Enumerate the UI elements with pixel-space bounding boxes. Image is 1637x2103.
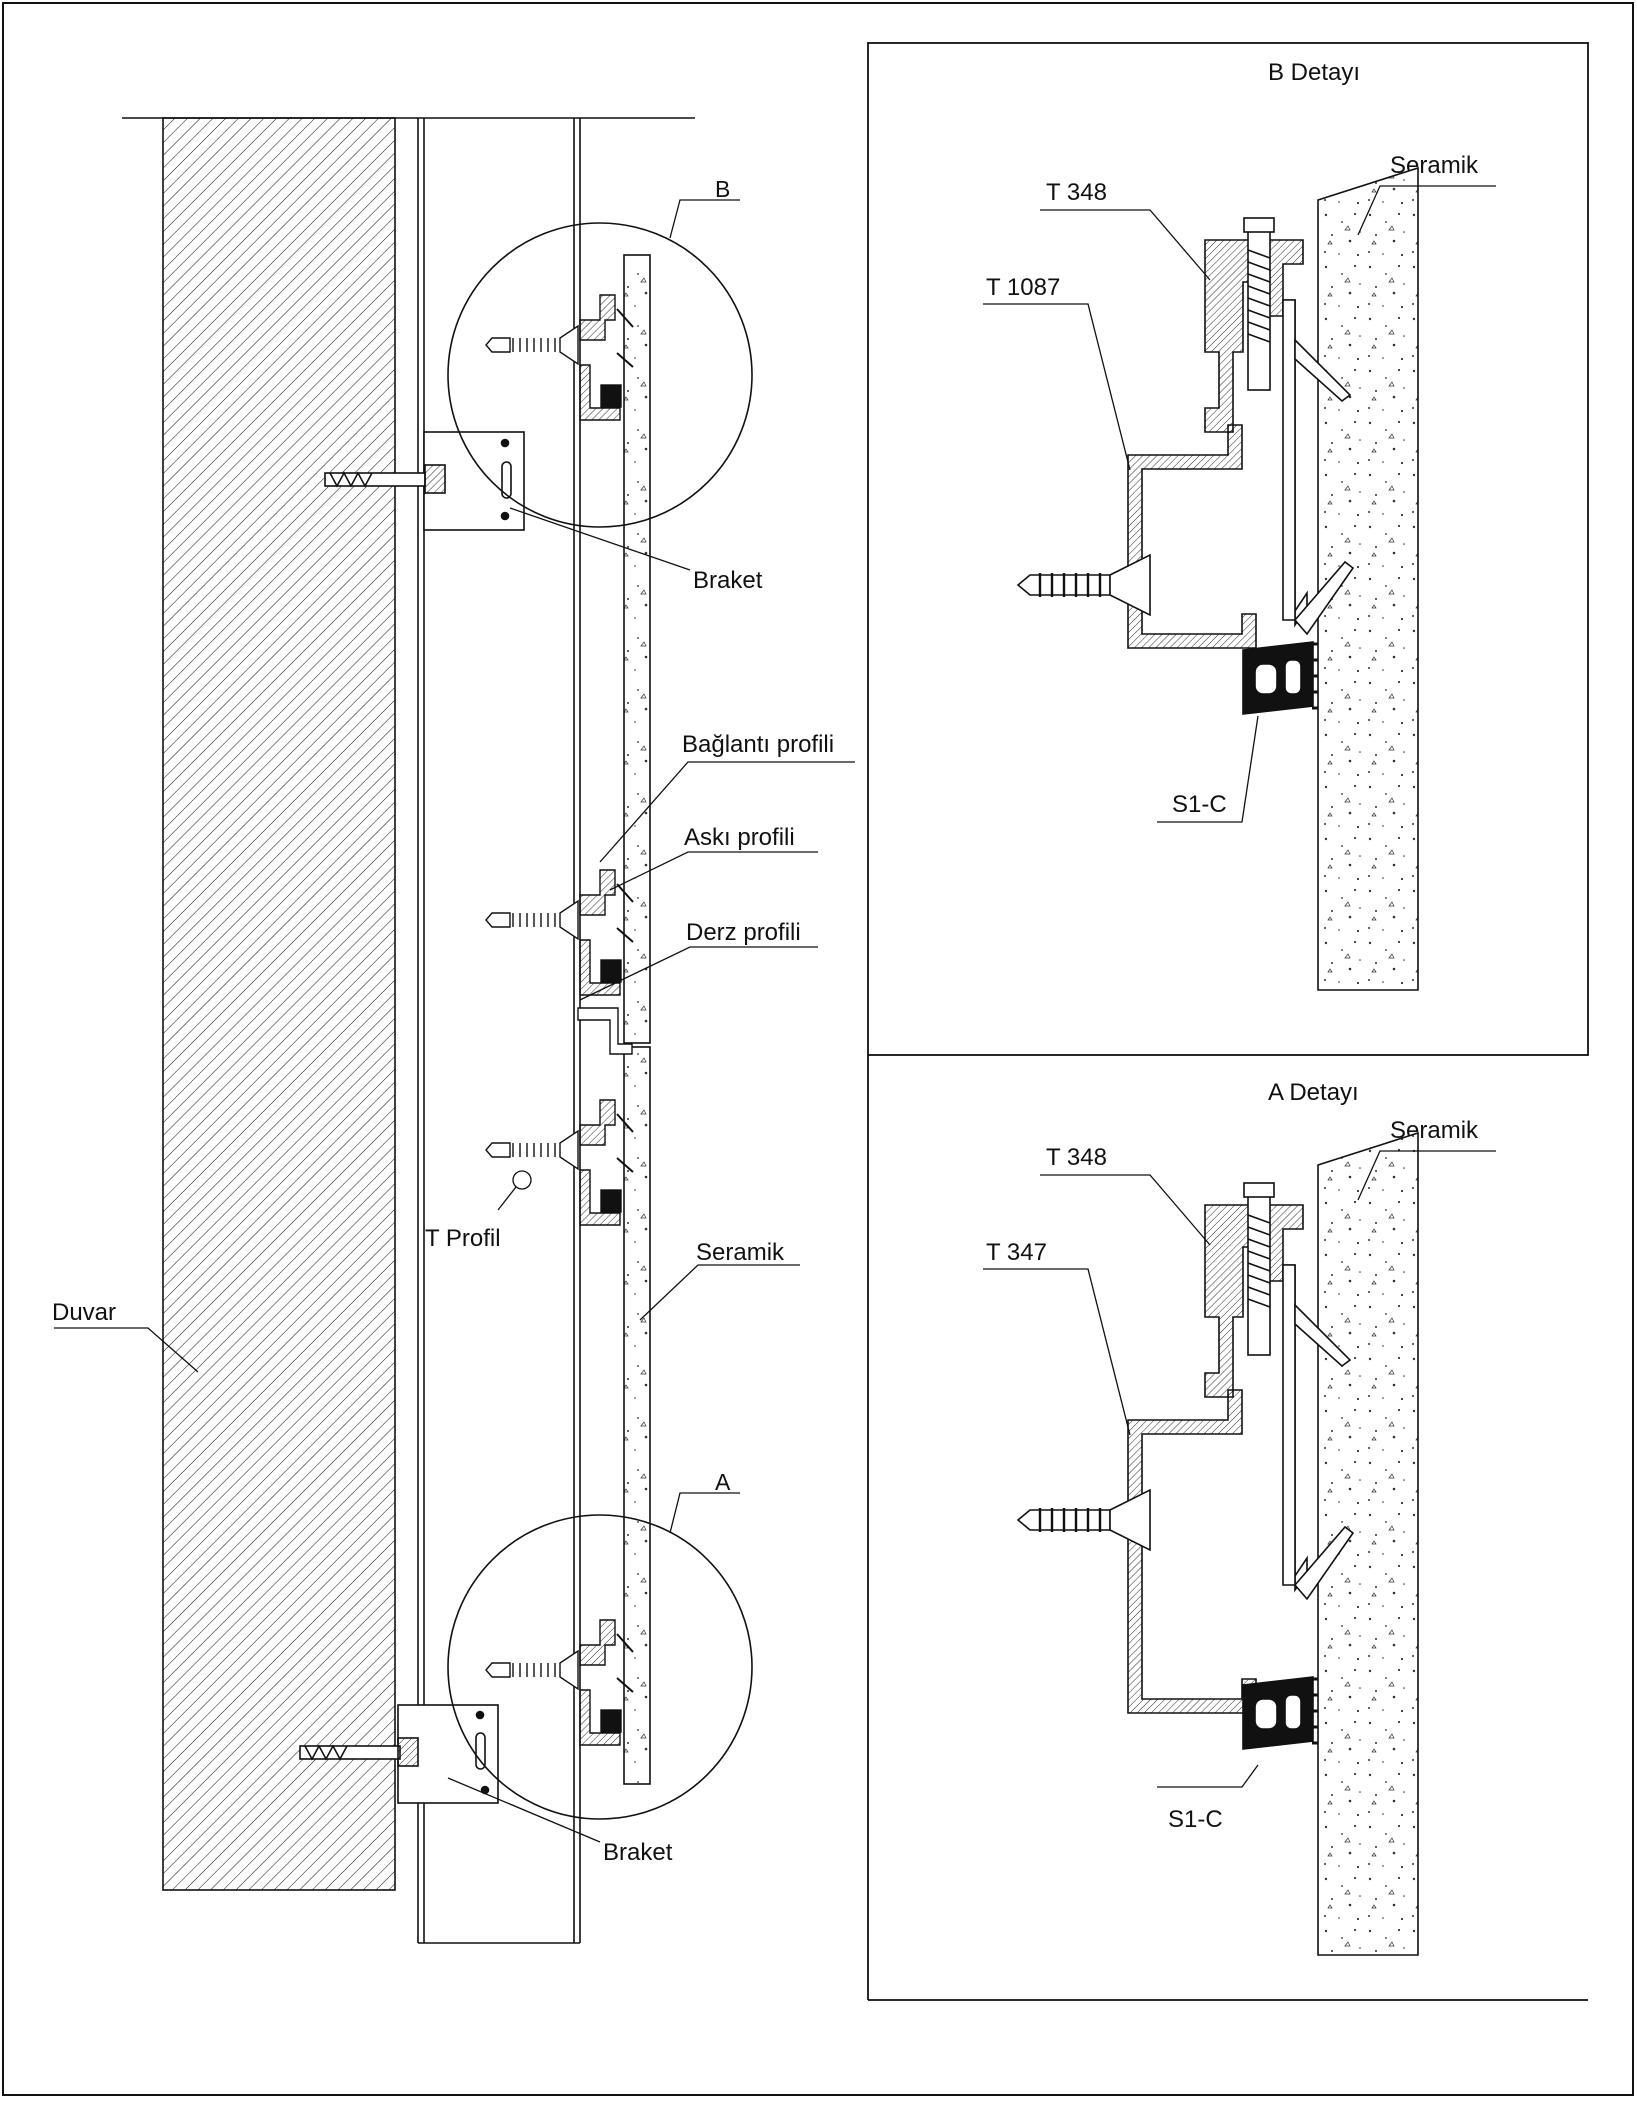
detailA-leaders [983,1150,1496,1788]
label-duvar: Duvar [52,1299,116,1326]
profile-assembly-2 [485,869,634,996]
detail-a: A Detayı Seramik T 348 T 347 S1-C [983,1079,1496,1956]
detailA-t-profile [1127,1389,1257,1714]
detailA-screw-head [1109,1488,1151,1552]
detail-a-s1c-label: S1-C [1168,1806,1223,1833]
detail-a-title: A Detayı [1268,1079,1359,1106]
braket-top [324,431,525,531]
profile-assembly-3 [485,1099,634,1226]
detailA-drawing [1016,1131,1419,1956]
detail-a-t347-label: T 347 [986,1239,1047,1266]
main-section [122,117,753,1944]
detailB-leaders [983,185,1496,823]
detailB-bolt-head [1243,217,1275,233]
detail-a-t348-label: T 348 [1046,1144,1107,1171]
profile-assembly-1 [485,294,634,421]
label-aski-profili: Askı profili [684,824,795,851]
label-t-profil: T Profil [425,1225,501,1252]
detailA-fin-top [1294,1303,1352,1368]
detailB-s1c-gasket [1242,641,1314,715]
detailB-t-profile [1127,424,1257,649]
detailB-hanger-rail [1282,299,1296,621]
label-b-marker: B [715,176,730,202]
detail-a-circle [447,1514,753,1820]
label-seramik-main: Seramik [696,1239,785,1266]
detailB-screw-head [1109,553,1151,617]
profile-assembly-4 [485,1619,634,1746]
derz-profili-joint [577,1007,633,1055]
detail-b-title: B Detayı [1268,59,1360,86]
detailB-t348-block [1204,239,1304,433]
label-a-marker: A [715,1469,731,1495]
leader-lines-main [54,199,855,1843]
detail-b-circle [447,222,753,528]
label-baglanti-profili: Bağlantı profili [682,731,834,758]
detailB-seramik-slab [1317,166,1419,991]
main-labels: B A Braket Braket Bağlantı profili Askı … [52,176,834,1866]
detailA-seramik-slab [1317,1131,1419,1956]
detailA-t348-block [1204,1204,1304,1398]
label-derz-profili: Derz profili [686,919,801,946]
label-braket-bottom: Braket [603,1839,673,1866]
detailA-hanger-rail [1282,1264,1296,1586]
detailA-bolt-head [1243,1182,1275,1198]
braket-bottom [299,1704,499,1804]
detailB-fin-bottom [1293,560,1355,636]
detailA-fin-bottom [1293,1525,1355,1601]
detail-b-s1c-label: S1-C [1172,791,1227,818]
detailB-fin-top [1294,338,1352,403]
detailA-s1c-gasket [1242,1676,1314,1750]
seramik-panel-top [623,254,651,1044]
detailB-drawing [1016,166,1419,991]
detail-frames [867,42,1589,2001]
duvar-wall [162,117,396,1891]
label-braket-top: Braket [693,567,763,594]
detail-b: B Detayı Seramik T 348 T 1087 S1-C [983,59,1496,991]
detail-b-t1087-label: T 1087 [986,274,1060,301]
detail-b-t348-label: T 348 [1046,179,1107,206]
seramik-panel-bottom [623,1046,651,1785]
